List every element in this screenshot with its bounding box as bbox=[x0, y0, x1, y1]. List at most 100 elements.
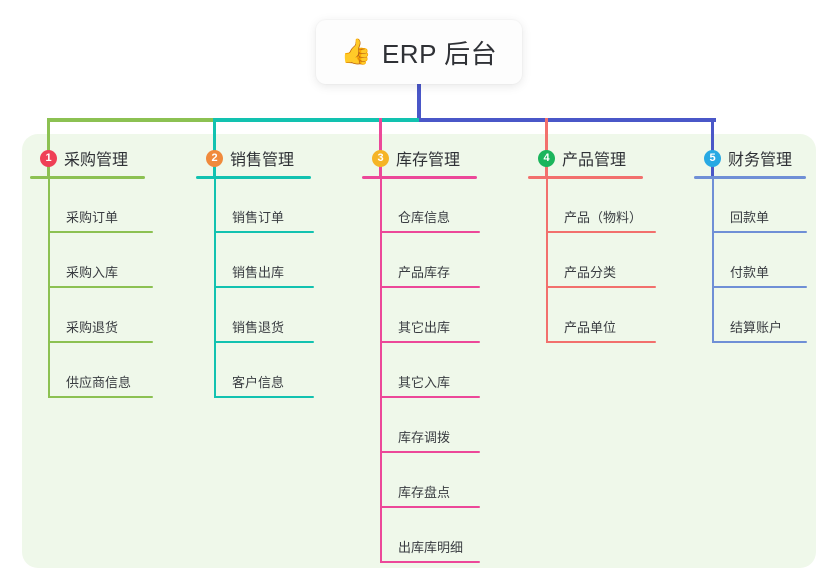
branch-header-purchase[interactable]: 1 采购管理 bbox=[40, 145, 145, 171]
leaf-item-rule bbox=[214, 286, 314, 288]
leaf-item-rule bbox=[546, 286, 656, 288]
leaf-item[interactable]: 供应商信息 bbox=[48, 364, 153, 398]
leaf-item-rule bbox=[380, 561, 480, 563]
leaf-item[interactable]: 其它入库 bbox=[380, 364, 480, 398]
leaf-item[interactable]: 回款单 bbox=[712, 199, 807, 233]
bar-segment-blue bbox=[419, 118, 716, 122]
leaf-item-label: 库存盘点 bbox=[398, 485, 451, 500]
branch-title-product: 产品管理 bbox=[562, 152, 627, 169]
leaf-spine-inventory bbox=[380, 179, 382, 563]
leaf-item-label: 仓库信息 bbox=[398, 210, 451, 225]
branch-header-sales[interactable]: 2 销售管理 bbox=[206, 145, 311, 171]
leaf-item[interactable]: 其它出库 bbox=[380, 309, 480, 343]
branch-title-purchase: 采购管理 bbox=[64, 152, 129, 169]
branch-rule-sales bbox=[196, 176, 311, 179]
leaf-item[interactable]: 客户信息 bbox=[214, 364, 314, 398]
bar-segment-teal bbox=[214, 118, 419, 122]
leaf-item-rule bbox=[48, 286, 153, 288]
leaf-item-label: 结算账户 bbox=[730, 320, 783, 335]
leaf-item-label: 销售出库 bbox=[232, 265, 285, 280]
leaf-item-label: 产品分类 bbox=[564, 265, 617, 280]
leaf-item-rule bbox=[380, 286, 480, 288]
branch-rule-inventory bbox=[362, 176, 477, 179]
branch-column-purchase: 1 采购管理采购订单采购入库采购退货供应商信息 bbox=[30, 145, 153, 402]
leaf-group-finance: 回款单付款单结算账户 bbox=[694, 179, 807, 347]
leaf-item[interactable]: 仓库信息 bbox=[380, 199, 480, 233]
leaf-item[interactable]: 产品分类 bbox=[546, 254, 656, 288]
root-node-title: ERP 后台 bbox=[381, 38, 498, 69]
leaf-group-product: 产品（物料） 产品分类产品单位 bbox=[528, 179, 656, 347]
leaf-group-purchase: 采购订单采购入库采购退货供应商信息 bbox=[30, 179, 153, 402]
leaf-spine-purchase bbox=[48, 179, 50, 398]
leaf-item-rule bbox=[712, 231, 807, 233]
leaf-item-rule bbox=[380, 506, 480, 508]
thumbs-up-icon: 👍 bbox=[340, 37, 372, 66]
leaf-item-label: 供应商信息 bbox=[66, 375, 132, 390]
branch-column-sales: 2 销售管理销售订单销售出库销售退货客户信息 bbox=[196, 145, 314, 402]
connector-trunk bbox=[417, 84, 421, 122]
leaf-item-label: 产品（物料） bbox=[564, 210, 643, 225]
leaf-item[interactable]: 库存盘点 bbox=[380, 474, 480, 508]
leaf-item-label: 产品库存 bbox=[398, 265, 451, 280]
branch-badge-sales: 2 bbox=[206, 149, 223, 167]
branch-header-product[interactable]: 4 产品管理 bbox=[538, 145, 643, 171]
leaf-spine-sales bbox=[214, 179, 216, 398]
leaf-item-label: 采购订单 bbox=[66, 210, 119, 225]
branch-title-sales: 销售管理 bbox=[230, 152, 295, 169]
leaf-item-rule bbox=[214, 396, 314, 398]
leaf-item[interactable]: 产品单位 bbox=[546, 309, 656, 343]
leaf-item-label: 产品单位 bbox=[564, 320, 617, 335]
leaf-item[interactable]: 采购入库 bbox=[48, 254, 153, 288]
leaf-item-rule bbox=[546, 231, 656, 233]
leaf-item[interactable]: 产品库存 bbox=[380, 254, 480, 288]
leaf-item[interactable]: 销售出库 bbox=[214, 254, 314, 288]
root-node[interactable]: 👍 ERP 后台 bbox=[316, 20, 522, 84]
leaf-item-label: 销售订单 bbox=[232, 210, 285, 225]
leaf-spine-finance bbox=[712, 179, 714, 343]
branch-badge-purchase: 1 bbox=[40, 149, 57, 167]
branch-rule-finance bbox=[694, 176, 806, 179]
leaf-item[interactable]: 销售订单 bbox=[214, 199, 314, 233]
drop-purchase bbox=[47, 118, 50, 176]
drop-sales bbox=[213, 118, 216, 176]
leaf-item-label: 其它入库 bbox=[398, 375, 451, 390]
leaf-item-label: 销售退货 bbox=[232, 320, 285, 335]
leaf-item-label: 采购退货 bbox=[66, 320, 119, 335]
leaf-item-rule bbox=[48, 396, 153, 398]
leaf-item-rule bbox=[712, 286, 807, 288]
branch-column-product: 4 产品管理产品（物料） 产品分类产品单位 bbox=[528, 145, 656, 347]
leaf-item-rule bbox=[380, 341, 480, 343]
drop-finance bbox=[711, 118, 714, 176]
branch-badge-inventory: 3 bbox=[372, 149, 389, 167]
leaf-item[interactable]: 采购退货 bbox=[48, 309, 153, 343]
drop-product bbox=[545, 118, 548, 176]
leaf-item-label: 回款单 bbox=[730, 210, 770, 225]
leaf-group-inventory: 仓库信息产品库存其它出库其它入库库存调拨库存盘点出库库明细 bbox=[362, 179, 480, 567]
leaf-item[interactable]: 付款单 bbox=[712, 254, 807, 288]
leaf-item-rule bbox=[214, 341, 314, 343]
leaf-item[interactable]: 出库库明细 bbox=[380, 529, 480, 563]
branch-rule-product bbox=[528, 176, 643, 179]
leaf-item-rule bbox=[214, 231, 314, 233]
leaf-item-rule bbox=[380, 451, 480, 453]
leaf-item[interactable]: 库存调拨 bbox=[380, 419, 480, 453]
leaf-item-rule bbox=[546, 341, 656, 343]
leaf-spine-product bbox=[546, 179, 548, 343]
leaf-item-rule bbox=[48, 231, 153, 233]
leaf-item[interactable]: 采购订单 bbox=[48, 199, 153, 233]
branch-badge-product: 4 bbox=[538, 149, 555, 167]
leaf-item[interactable]: 产品（物料） bbox=[546, 199, 656, 233]
leaf-item[interactable]: 销售退货 bbox=[214, 309, 314, 343]
leaf-item-label: 其它出库 bbox=[398, 320, 451, 335]
branch-rule-purchase bbox=[30, 176, 145, 179]
diagram-panel bbox=[22, 134, 816, 568]
leaf-group-sales: 销售订单销售出库销售退货客户信息 bbox=[196, 179, 314, 402]
root-node-content: 👍 ERP 后台 bbox=[341, 34, 497, 71]
branch-badge-finance: 5 bbox=[704, 149, 721, 167]
leaf-item[interactable]: 结算账户 bbox=[712, 309, 807, 343]
bar-segment-green bbox=[48, 118, 214, 122]
